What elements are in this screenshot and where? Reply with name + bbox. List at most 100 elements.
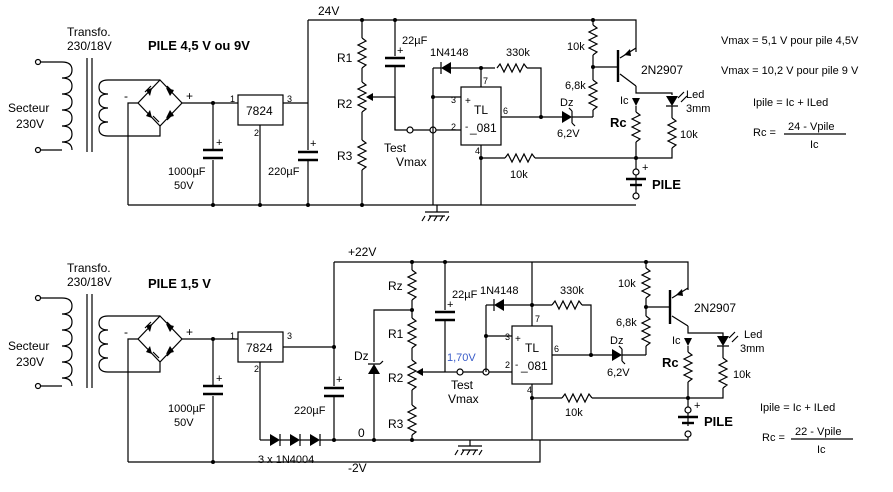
bottom-pile-label: PILE — [704, 414, 733, 429]
bottom-1n4004-label: 3 x 1N4004 — [258, 454, 314, 466]
top-dz-value: 6,2V — [557, 128, 580, 140]
top-10k-label: 10k — [567, 41, 585, 53]
op-pin7: 7 — [483, 76, 488, 86]
bottom-divider-r1-r2-r3: R1 R2 R3 — [388, 310, 445, 440]
c1000-plus: + — [216, 137, 222, 149]
bottom-neg-rail-label: -2V — [348, 461, 367, 475]
top-regulator-7824: 7824 1 3 2 — [230, 94, 308, 205]
rz-label: Rz — [388, 279, 403, 293]
bottom-rc-label: Rc — [662, 355, 679, 370]
top-test-point-vmax[interactable]: Test Vmax — [384, 97, 437, 169]
bottom-reg-label: 7824 — [246, 341, 273, 355]
top-1n4148-label: 1N4148 — [430, 47, 469, 59]
top-68k-label: 6,8k — [565, 80, 586, 92]
top-base-divider: 10k 6,8k — [565, 20, 618, 117]
b-op-minus: - — [515, 360, 518, 371]
bottom-dz-label: Dz — [610, 335, 623, 347]
top-mains-input — [34, 58, 62, 154]
r1-label: R1 — [337, 51, 353, 65]
pin1: 1 — [230, 94, 235, 104]
bottom-rail-label: +22V — [348, 245, 376, 259]
bottom-rail-22v — [334, 261, 689, 290]
r2-label: R2 — [337, 97, 353, 111]
b-op-plus: + — [515, 334, 521, 345]
bridge-plus-label: + — [186, 89, 193, 103]
top-title: PILE 4,5 V ou 9V — [148, 38, 250, 53]
top-capacitor-1000uf: + — [203, 103, 223, 205]
op-plus: + — [465, 96, 471, 107]
top-battery-pile[interactable]: + PILE — [626, 162, 681, 200]
bridge-minus-label: - — [124, 89, 128, 103]
bottom-transformer — [61, 294, 161, 388]
top-opamp-tl081: TL _081 3 2 7 6 4 + - — [432, 68, 540, 205]
bottom-ground-symbol — [454, 440, 483, 456]
top-transformer — [61, 58, 120, 152]
b-opamp-tl: TL — [525, 341, 539, 355]
bottom-battery-pile[interactable]: + PILE — [540, 400, 733, 441]
bottom-330k-label: 330k — [560, 285, 584, 297]
bottom-rc-lhs: Rc = — [762, 432, 785, 444]
bottom-capacitor-1000uf: + — [203, 339, 223, 462]
top-330k-label: 330k — [506, 47, 530, 59]
top-pile-label: PILE — [652, 177, 681, 192]
bottom-bridge-plus: + — [186, 325, 193, 339]
top-transistor-2n2907: 2N2907 — [616, 47, 683, 87]
bottom-capacitor-22uf: + 22µF — [435, 262, 478, 372]
b-vmax-label: Vmax — [448, 392, 479, 406]
bottom-ic-label: Ic — [672, 335, 681, 347]
b-c220-plus: + — [336, 374, 342, 386]
b-opamp-081: _081 — [520, 359, 548, 373]
top-reg-label: 7824 — [246, 104, 273, 118]
b-r2-label: R2 — [388, 371, 404, 385]
bottom-led-label: Led — [744, 329, 762, 341]
top-capacitor-220uf: + — [298, 20, 318, 205]
bottom-led-size: 3mm — [740, 343, 764, 355]
op-pin2: 2 — [451, 122, 456, 132]
bottom-220uf-label: 220µF — [294, 405, 326, 417]
pin3: 3 — [287, 94, 292, 104]
c220-plus: + — [310, 138, 316, 150]
top-resistor-10k-feedback: 10k — [481, 153, 636, 181]
bottom-zero-label: 0 — [358, 426, 365, 440]
c22-label: 22µF — [402, 35, 428, 47]
top-led-10k-label: 10k — [680, 129, 698, 141]
b-pin1: 1 — [230, 331, 235, 341]
top-led-size: 3mm — [686, 103, 710, 115]
bottom-resistor-10k-feedback: 10k — [532, 393, 688, 419]
top-secteur-label: Secteur — [8, 101, 49, 115]
top-dz-label: Dz — [560, 97, 573, 109]
bottom-opamp-tl081: TL _081 3 2 7 6 4 + - — [485, 262, 591, 440]
bottom-zener-6v2: Dz 6,2V — [591, 335, 646, 379]
top-secteur-voltage: 230V — [16, 117, 44, 131]
b-r1-label: R1 — [388, 327, 404, 341]
top-rc-numerator: 24 - Vpile — [788, 121, 834, 133]
test-label: Test — [384, 141, 407, 155]
top-zener-6v2: Dz 6,2V — [541, 97, 593, 140]
top-rc-denominator: Ic — [810, 139, 819, 151]
top-feedback-network: 1N4148 330k — [430, 47, 542, 117]
op-pin6: 6 — [503, 106, 508, 116]
top-collector-branch: Ic Rc Led 3mm 10k — [610, 86, 710, 196]
top-2n2907-label: 2N2907 — [641, 63, 683, 77]
c22-plus: + — [397, 45, 403, 57]
bottom-1n4148-label: 1N4148 — [480, 285, 519, 297]
bottom-10k-label: 10k — [618, 278, 636, 290]
pin2: 2 — [254, 128, 259, 138]
bottom-ipile-formula: Ipile = Ic + ILed — [760, 402, 835, 414]
op-pin3: 3 — [451, 95, 456, 105]
bottom-68k-label: 6,8k — [616, 317, 637, 329]
test-voltage-reading: 1,70V — [447, 352, 476, 364]
bottom-bridge-minus: - — [124, 325, 128, 339]
bottom-dz-ref: Dz — [354, 349, 369, 363]
top-rc-label: Rc — [610, 115, 627, 130]
bottom-test-point-vmax[interactable]: 1,70V Test Vmax — [445, 352, 490, 406]
top-ground-symbol — [421, 205, 450, 222]
bottom-c22-label: 22µF — [452, 289, 478, 301]
bottom-rc-numerator: 22 - Vpile — [795, 426, 841, 438]
bottom-1000uf-voltage: 50V — [174, 417, 194, 429]
bottom-transfo-ratio: 230/18V — [67, 275, 112, 289]
top-rc-lhs: Rc = — [753, 127, 776, 139]
top-divider-r1-r2-r3: R1 R2 R3 — [337, 20, 395, 205]
bottom-rc-denominator: Ic — [817, 444, 826, 456]
